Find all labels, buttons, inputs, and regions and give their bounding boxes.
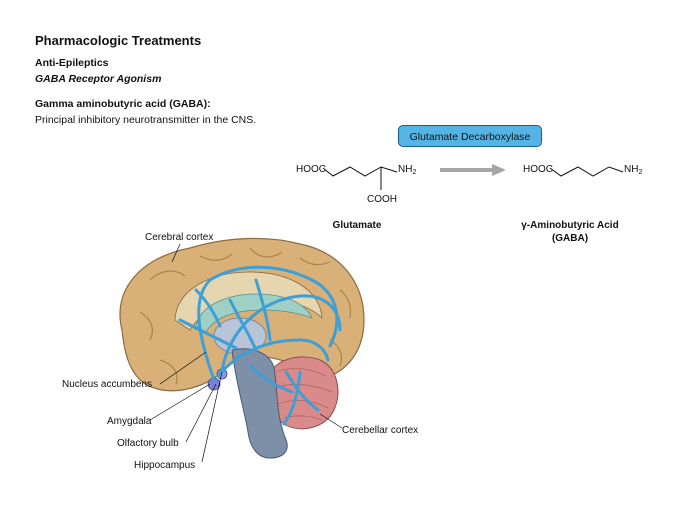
label-cerebral-cortex: Cerebral cortex (145, 232, 213, 243)
leader-hippocampus (201, 371, 223, 463)
cortex-gyri (139, 247, 352, 385)
leader-amygdala (149, 383, 211, 421)
slide-title: Pharmacologic Treatments (35, 33, 202, 48)
glutamate-nh2: NH2 (398, 164, 416, 176)
subtitle-gaba-agonism: GABA Receptor Agonism (35, 73, 162, 85)
label-nucleus-accumbens: Nucleus accumbens (62, 379, 152, 390)
leader-cerebellar-cortex (319, 413, 343, 429)
reaction-arrow (440, 164, 506, 176)
ventricle (195, 293, 313, 333)
gaba-name-line2: (GABA) (552, 233, 588, 244)
gaba-pathways (178, 265, 342, 426)
gaba-structure: HOOC NH2 γ-Aminobutyric Acid (GABA) (521, 164, 642, 244)
glutamate-cooh: COOH (367, 194, 397, 205)
brainstem (231, 348, 288, 459)
gaba-bonds (549, 166, 624, 177)
label-olfactory-bulb: Olfactory bulb (117, 438, 179, 449)
glutamate-hooc: HOOC (296, 164, 326, 175)
gaba-name-line1: γ-Aminobutyric Acid (521, 220, 618, 231)
label-amygdala: Amygdala (107, 416, 152, 427)
gaba-heading: Gamma aminobutyric acid (GABA): (35, 98, 211, 110)
leader-cerebral-cortex (171, 243, 181, 263)
subtitle-anti-epileptics: Anti-Epileptics (35, 57, 109, 69)
label-cerebellar-cortex: Cerebellar cortex (342, 425, 418, 436)
brain-illustration (119, 237, 365, 459)
label-hippocampus: Hippocampus (134, 460, 195, 471)
gaba-hooc: HOOC (523, 164, 553, 175)
gaba-description: Principal inhibitory neurotransmitter in… (35, 114, 257, 126)
gaba-nh2: NH2 (624, 164, 642, 176)
glutamate-name: Glutamate (333, 220, 382, 231)
brain-labels: Cerebral cortex Nucleus accumbens Amygda… (62, 232, 418, 471)
glutamate-bonds (322, 166, 398, 177)
leader-olfactory-bulb (185, 383, 217, 443)
leader-nucleus-accumbens (159, 351, 207, 385)
enzyme-label-box: Glutamate Decarboxylase (398, 125, 542, 147)
glutamate-structure: HOOC NH2 COOH Glutamate (296, 164, 416, 231)
